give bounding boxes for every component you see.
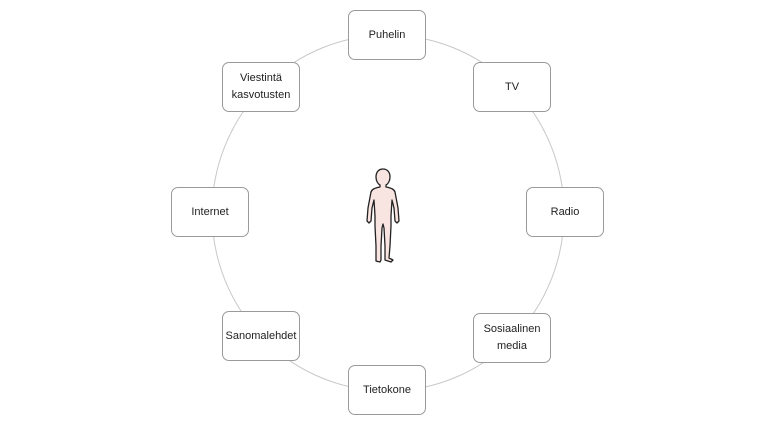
node-label: Radio bbox=[550, 205, 580, 218]
node-viestinta-kasvotusten: Viestintä kasvotusten bbox=[222, 62, 300, 112]
node-tv: TV bbox=[473, 62, 551, 112]
node-label: Puhelin bbox=[368, 28, 406, 41]
node-puhelin: Puhelin bbox=[348, 10, 426, 60]
node-label: Tietokone bbox=[363, 383, 411, 396]
node-tietokone: Tietokone bbox=[348, 365, 426, 415]
node-sanomalehdet: Sanomalehdet bbox=[222, 311, 300, 361]
person-icon bbox=[366, 168, 400, 263]
node-label: TV bbox=[504, 80, 520, 93]
node-label: Internet bbox=[191, 205, 229, 218]
node-radio: Radio bbox=[526, 187, 604, 237]
node-internet: Internet bbox=[171, 187, 249, 237]
node-label: Sanomalehdet bbox=[225, 329, 297, 342]
node-sosiaalinen-media: Sosiaalinen media bbox=[473, 313, 551, 363]
node-label: Viestintä kasvotusten bbox=[231, 72, 291, 101]
node-label: Sosiaalinen media bbox=[483, 323, 541, 352]
